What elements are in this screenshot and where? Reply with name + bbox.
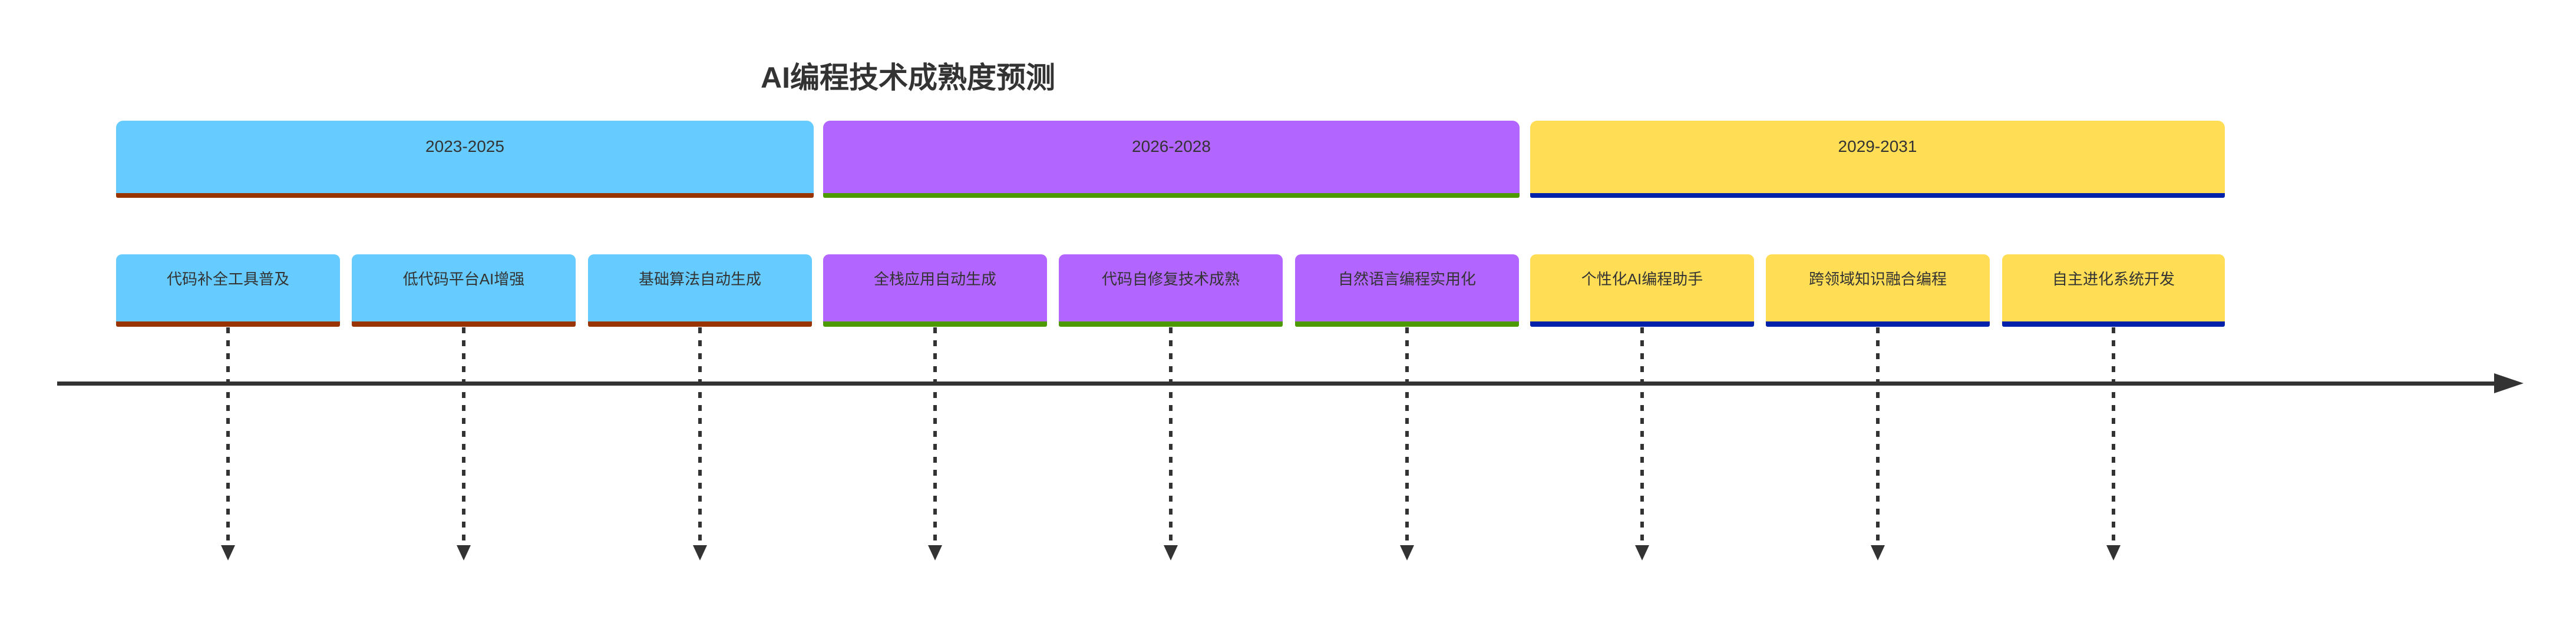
period-band-2026-2028: 2026-2028 <box>823 121 1520 198</box>
axis-arrowhead-icon <box>2494 373 2524 393</box>
drop-arrow-line <box>1640 327 1644 545</box>
task-box-algorithm-gen: 基础算法自动生成 <box>588 254 812 327</box>
drop-arrow-line <box>226 327 230 545</box>
drop-arrow-line <box>462 327 465 545</box>
drop-arrowhead-icon <box>928 545 942 560</box>
task-box-natural-language: 自然语言编程实用化 <box>1295 254 1519 327</box>
task-label: 代码补全工具普及 <box>166 270 289 288</box>
period-band-2023-2025: 2023-2025 <box>116 121 814 198</box>
period-label: 2023-2025 <box>425 137 504 155</box>
task-box-code-completion: 代码补全工具普及 <box>116 254 340 327</box>
task-label: 自然语言编程实用化 <box>1337 270 1476 288</box>
task-label: 基础算法自动生成 <box>638 270 761 288</box>
drop-arrowhead-icon <box>1635 545 1649 560</box>
drop-arrow-line <box>1169 327 1173 545</box>
period-label: 2029-2031 <box>1838 137 1917 155</box>
period-label: 2026-2028 <box>1132 137 1211 155</box>
task-label: 自主进化系统开发 <box>2052 270 2175 288</box>
drop-arrow-line <box>933 327 937 545</box>
drop-arrow-line <box>1876 327 1880 545</box>
drop-arrowhead-icon <box>693 545 707 560</box>
drop-arrow-line <box>2112 327 2115 545</box>
task-label: 个性化AI编程助手 <box>1581 270 1703 288</box>
period-band-2029-2031: 2029-2031 <box>1530 121 2225 198</box>
task-box-fullstack-gen: 全栈应用自动生成 <box>823 254 1047 327</box>
drop-arrowhead-icon <box>1164 545 1178 560</box>
timeline-axis <box>57 382 2496 386</box>
drop-arrow-line <box>698 327 702 545</box>
task-box-self-evolving: 自主进化系统开发 <box>2002 254 2225 327</box>
drop-arrowhead-icon <box>1871 545 1885 560</box>
drop-arrowhead-icon <box>1400 545 1414 560</box>
drop-arrow-line <box>1405 327 1409 545</box>
task-box-self-repair: 代码自修复技术成熟 <box>1059 254 1283 327</box>
task-label: 低代码平台AI增强 <box>402 270 525 288</box>
drop-arrowhead-icon <box>2106 545 2121 560</box>
task-box-personal-assistant: 个性化AI编程助手 <box>1530 254 1754 327</box>
task-label: 跨领域知识融合编程 <box>1808 270 1947 288</box>
diagram-title: AI编程技术成熟度预测 <box>761 61 1055 94</box>
task-box-lowcode-ai: 低代码平台AI增强 <box>352 254 576 327</box>
task-box-cross-domain: 跨领域知识融合编程 <box>1766 254 1990 327</box>
task-label: 全栈应用自动生成 <box>873 270 996 288</box>
task-label: 代码自修复技术成熟 <box>1101 270 1240 288</box>
drop-arrowhead-icon <box>457 545 471 560</box>
drop-arrowhead-icon <box>221 545 235 560</box>
